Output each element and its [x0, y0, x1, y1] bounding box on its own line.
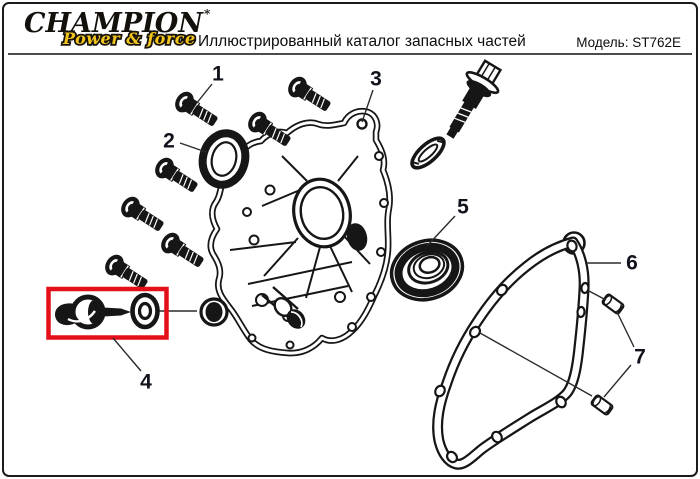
highlight-box: [46, 286, 169, 340]
o-ring: [130, 292, 160, 330]
cover-dipstick-port: [199, 297, 229, 327]
o-ring-inner: [137, 301, 153, 321]
callout-1[interactable]: 1: [212, 63, 224, 86]
part-cover-gasket[interactable]: [433, 231, 590, 465]
part-oil-dipstick[interactable]: [46, 286, 198, 340]
callout-2[interactable]: 2: [163, 130, 175, 153]
brand-tagline: Power & force: [61, 29, 197, 49]
trademark-icon: *: [203, 7, 211, 21]
dowel-pin[interactable]: [589, 393, 615, 417]
cover-details: [229, 118, 389, 350]
flange-bolt[interactable]: [283, 72, 336, 118]
callout-6[interactable]: 6: [626, 252, 638, 275]
callout-4[interactable]: 4: [140, 371, 152, 394]
flange-bolt[interactable]: [116, 192, 169, 238]
leader-lines: [112, 83, 635, 398]
flange-bolt[interactable]: [156, 228, 209, 274]
dowel-pin[interactable]: [600, 292, 626, 316]
brand-logo: CHAMPION*: [24, 8, 210, 37]
flange-bolt[interactable]: [150, 153, 203, 199]
part-crankcase-cover[interactable]: [199, 111, 390, 353]
part-drain-bolt[interactable]: [435, 56, 509, 146]
catalog-title: Иллюстрированный каталог запасных частей: [198, 33, 526, 50]
flange-bolt[interactable]: [170, 87, 223, 133]
header-divider: [8, 53, 692, 55]
model-label: Модель: ST762E: [576, 35, 681, 50]
part-ball-bearing[interactable]: [384, 231, 470, 308]
callout-7[interactable]: 7: [634, 346, 646, 369]
brand-name: CHAMPION: [24, 8, 203, 39]
cover-shaft-boss: [261, 286, 306, 329]
part-drain-washer[interactable]: [407, 133, 448, 172]
gasket-holes: [434, 239, 590, 464]
callout-3[interactable]: 3: [370, 68, 382, 91]
part-dowel-pins: [589, 292, 626, 417]
callout-5[interactable]: 5: [457, 196, 469, 219]
part-oil-seal[interactable]: [197, 129, 250, 190]
